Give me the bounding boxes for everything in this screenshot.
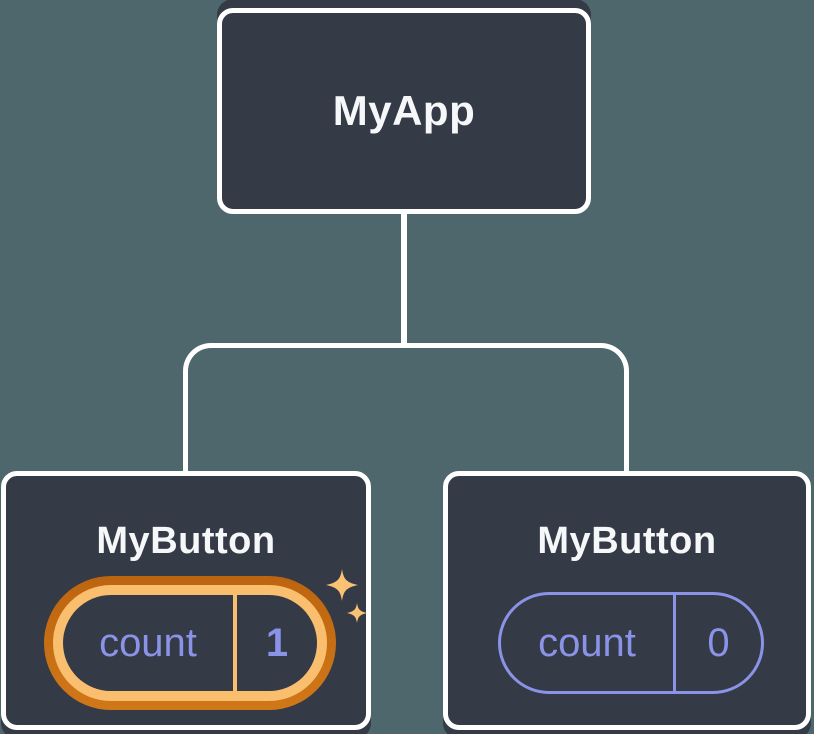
state-key-label: count — [99, 620, 197, 665]
node-mybutton-right-label: MyButton — [537, 520, 717, 562]
state-pill-highlight-band: count 1 — [53, 585, 327, 701]
sparkle-icon — [326, 569, 367, 623]
node-mybutton-left: MyButton count 1 — [1, 471, 371, 730]
state-pill-body: count 1 — [63, 595, 317, 691]
node-mybutton-left-label: MyButton — [96, 520, 276, 562]
connector-branch-bracket — [183, 343, 629, 471]
state-pill: count 0 — [498, 592, 764, 694]
state-pill-highlighted: count 1 — [44, 576, 336, 710]
node-myapp-label: MyApp — [332, 87, 476, 134]
state-key-label: count — [538, 620, 636, 665]
state-value: 0 — [673, 595, 761, 691]
state-value: 1 — [233, 595, 317, 691]
node-myapp: MyApp — [217, 8, 591, 214]
connector-root-stem — [401, 212, 407, 346]
node-mybutton-right: MyButton count 0 — [443, 471, 811, 730]
